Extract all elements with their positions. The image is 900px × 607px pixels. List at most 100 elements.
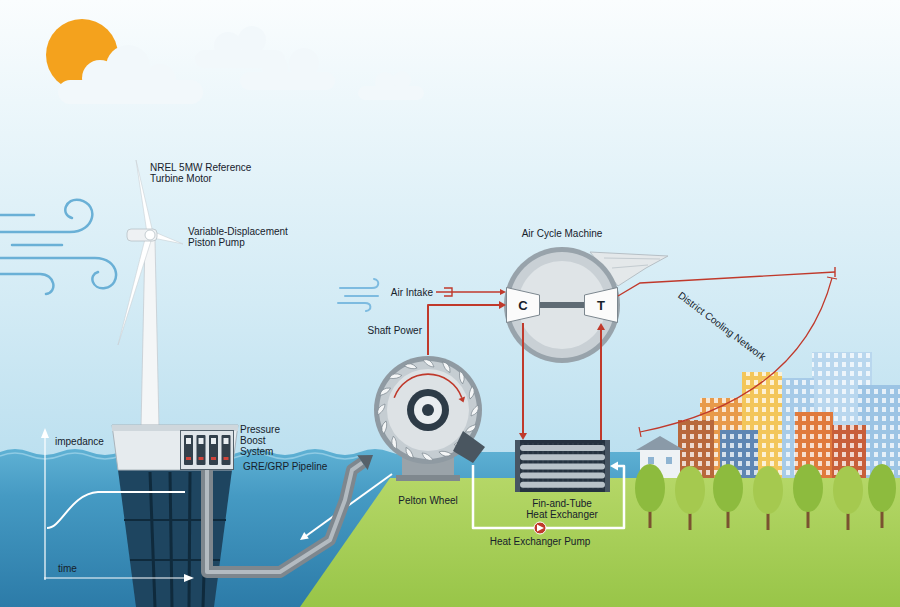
wind-swirl: [0, 200, 92, 232]
machine-housing: [396, 475, 460, 481]
city: [636, 436, 684, 450]
air-cycle-machine: Air Cycle MachineCT: [504, 247, 620, 363]
pressure-boost-box-outline: [211, 438, 216, 444]
heat-exchanger-outline: [520, 463, 605, 469]
impedance-graph: [44, 577, 186, 578]
component-label: Pelton Wheel: [373, 495, 483, 506]
pelton-wheel-outline: [466, 386, 477, 399]
cooling-network-line: [640, 278, 832, 432]
pelton-wheel-outline: [403, 447, 416, 458]
cloud: [240, 72, 335, 90]
water-pipeline: [207, 455, 373, 572]
sea: [0, 449, 900, 607]
pressure-boost-box-outline: [180, 430, 234, 470]
pelton-wheel-outline: [414, 396, 442, 424]
turbine-label: NREL 5MW Reference Turbine Motor: [150, 162, 262, 184]
stage-letter: T: [584, 298, 618, 313]
cooling-network-line: [827, 277, 837, 279]
pelton-wheel-outline: [455, 371, 468, 384]
wind-swirl: [0, 214, 34, 217]
cooling-network-line: [618, 272, 835, 296]
pressure-boost-box: Pressure Boost System: [180, 430, 234, 470]
pelton-wheel-outline: [380, 385, 391, 398]
pump-symbol: [537, 525, 544, 532]
wind-swirl: [12, 244, 62, 247]
impedance-graph: [41, 428, 194, 582]
pressure-boost-box-outline: [184, 435, 193, 465]
pressure-boost-box-outline: [186, 457, 191, 460]
pelton-wheel-outline: [407, 389, 449, 431]
intake-air: [338, 303, 370, 311]
pressure-boost-box-outline: [222, 435, 231, 465]
intake-air: [345, 295, 378, 297]
pelton-wheel-outline: [380, 385, 391, 398]
intake-line: [436, 291, 501, 293]
cloud: [262, 55, 288, 81]
axis-label-holder: impedance: [55, 436, 104, 447]
water-pipeline-shine: [207, 463, 362, 572]
pelton-wheel-outline: [389, 370, 402, 383]
intake-label: Air Intake: [391, 287, 433, 298]
wind-turbine: [141, 240, 159, 428]
pelton-wheel-outline: [465, 422, 476, 435]
wind-turbine: [127, 229, 157, 241]
turbine-stage-outline: [585, 288, 618, 323]
pelton-wheel-outline: [453, 431, 485, 463]
heat-exchanger-outline: [520, 482, 605, 488]
pressure-boost-box-outline: [181, 431, 234, 470]
pelton-wheel-outline: [423, 360, 434, 367]
pressure-boost-box-outline: [209, 435, 218, 465]
turbine-label-holder: NREL 5MW Reference Turbine Motor: [150, 162, 262, 184]
impedance-graph: [184, 574, 194, 582]
wind-turbine: [145, 230, 155, 240]
machine-housing: [604, 258, 660, 259]
return-line: [300, 532, 309, 540]
intake-label-holder: Air Intake: [391, 287, 433, 298]
pressure-boost-box-outline: [224, 457, 229, 460]
cooling-network-line: [618, 267, 837, 437]
intake-line: [444, 288, 452, 296]
compressor-stage: C: [506, 287, 540, 323]
pelton-wheel-outline: [471, 405, 478, 416]
intake-line: [436, 288, 506, 296]
tree: [868, 464, 896, 512]
heat-exchanger-outline: [515, 440, 610, 492]
axis-label-holder: time: [58, 563, 77, 574]
shaft-line: [428, 301, 506, 355]
tree: [713, 464, 743, 512]
pelton-wheel-outline: [389, 370, 402, 383]
city: [636, 352, 900, 478]
pelton-wheel: Pelton Wheel: [373, 355, 483, 465]
cloud: [289, 48, 319, 78]
axis-label: impedance: [55, 436, 104, 447]
pelton-wheel-outline: [440, 362, 453, 373]
arrowhead: [357, 455, 373, 470]
cooling-network-line: [639, 427, 641, 437]
pelton-wheel-outline: [379, 421, 390, 434]
pressure-boost-box-outline: [199, 457, 204, 460]
component-label: Pressure Boost System: [240, 424, 296, 457]
component-label: Fin-and-Tube Heat Exchanger: [522, 498, 602, 520]
arrowhead: [610, 462, 618, 471]
tree: [833, 466, 863, 514]
cloud: [106, 45, 150, 89]
edge-label-holder: GRE/GRP Pipeline: [243, 461, 327, 472]
component-label: Air Cycle Machine: [492, 228, 632, 239]
heat-exchanger-outline: [605, 440, 610, 492]
air-line-stroke: [600, 330, 602, 440]
pelton-wheel-outline: [404, 361, 417, 372]
pump-label-holder: Variable-Displacement Piston Pump: [188, 226, 306, 248]
turbine-stage: T: [584, 287, 618, 323]
pelton-wheel-outline: [465, 422, 476, 435]
heat-exchanger: Fin-and-Tube Heat Exchanger: [515, 440, 610, 492]
pelton-wheel-outline: [422, 453, 433, 460]
machine-housing: [612, 265, 648, 268]
pump-symbol: [534, 522, 546, 534]
air-cycle-machine-outline: [504, 247, 620, 363]
tree: [635, 464, 665, 512]
pelton-wheel-outline: [466, 386, 477, 399]
pelton-wheel-outline: [378, 404, 385, 415]
network-label-holder: District Cooling Network: [722, 326, 829, 337]
